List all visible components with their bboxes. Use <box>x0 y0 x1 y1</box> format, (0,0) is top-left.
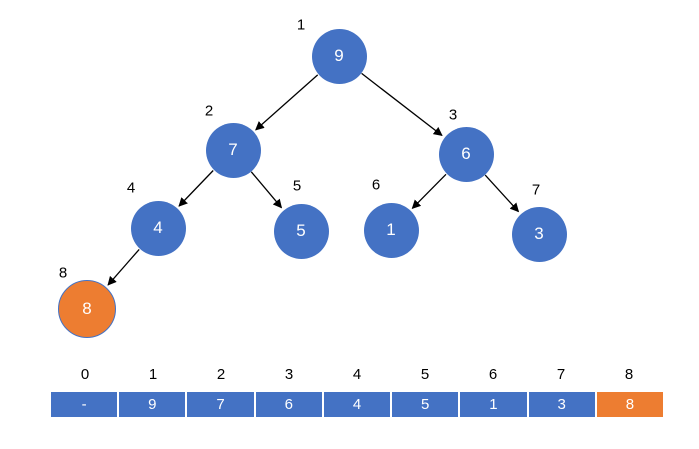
node-position-label: 5 <box>292 177 302 195</box>
tree-edge-n1-n3 <box>361 72 443 137</box>
tree-node-value: 9 <box>334 46 344 65</box>
node-position-label: 8 <box>58 264 68 282</box>
array-index-label: 0 <box>80 366 90 383</box>
tree-node-n8: 8 <box>58 280 116 338</box>
array-cell-6: 1 <box>460 392 527 417</box>
node-position-label: 2 <box>204 102 214 120</box>
tree-node-value: 6 <box>461 144 471 163</box>
node-position-label: 4 <box>126 179 136 197</box>
array-index-label: 5 <box>420 366 430 383</box>
array-index-label: 2 <box>216 366 226 383</box>
array-cell-0: - <box>51 392 118 417</box>
node-position-label: 7 <box>531 181 541 199</box>
tree-node-n4: 4 <box>130 200 186 256</box>
tree-edge-n2-n5 <box>250 171 283 209</box>
array-cell-4: 4 <box>323 392 391 417</box>
array-index-label: 4 <box>352 366 362 383</box>
node-position-label: 1 <box>296 16 306 34</box>
tree-edge-n3-n7 <box>484 174 520 213</box>
tree-node-value: 5 <box>296 221 306 240</box>
node-position-label: 6 <box>371 176 381 194</box>
array-cell-7: 3 <box>528 392 595 417</box>
tree-node-value: 1 <box>386 220 396 239</box>
array-cell-1: 9 <box>119 392 186 417</box>
tree-node-value: 8 <box>82 299 92 318</box>
tree-edge-n1-n2 <box>255 74 319 131</box>
tree-node-value: 7 <box>228 140 238 159</box>
node-position-label: 3 <box>448 106 458 124</box>
tree-node-value: 4 <box>153 218 163 237</box>
array-cell-8: 8 <box>596 392 663 417</box>
array-cell-3: 6 <box>255 392 322 417</box>
array-cell-5: 5 <box>392 392 459 417</box>
tree-node-n5: 5 <box>273 203 329 259</box>
array-index-label: 3 <box>284 366 294 383</box>
tree-edge-n4-n8 <box>107 248 140 286</box>
tree-node-n6: 1 <box>363 202 419 258</box>
array-cell-2: 7 <box>187 392 254 417</box>
tree-node-n1: 9 <box>311 28 367 84</box>
array-index-label: 6 <box>488 366 498 383</box>
tree-node-value: 3 <box>534 224 544 243</box>
array-index-row: 0 1 2 3 4 5 6 7 8 <box>51 365 663 385</box>
tree-node-n2: 7 <box>205 122 261 178</box>
array-index-label: 1 <box>148 366 158 383</box>
array-index-label: 8 <box>624 366 634 383</box>
tree-node-n3: 6 <box>438 126 494 182</box>
tree-edge-n2-n4 <box>178 170 214 207</box>
array-index-label: 7 <box>556 366 566 383</box>
tree-node-n7: 3 <box>511 206 567 262</box>
tree-edge-n3-n6 <box>411 173 447 210</box>
